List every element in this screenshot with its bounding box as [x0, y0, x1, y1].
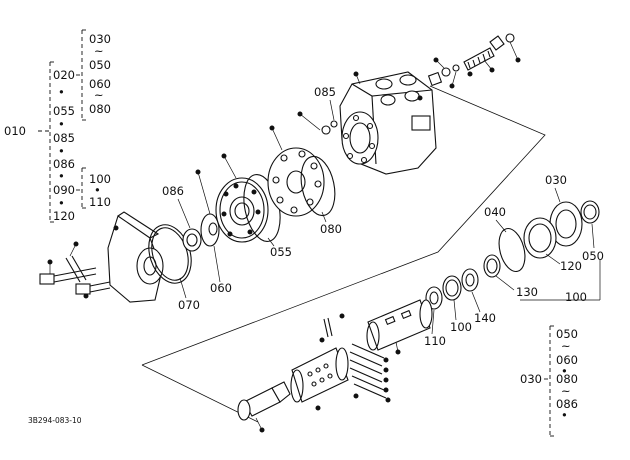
ring-050	[580, 200, 600, 224]
part-label-100-left: 110	[424, 334, 446, 348]
callout-030-b: 050	[556, 327, 578, 341]
callout-110: 110	[89, 195, 111, 209]
part-label-080: 080	[320, 222, 342, 236]
part-label-130: 100	[565, 290, 587, 304]
tilde-symbol: ~	[94, 44, 104, 58]
part-label-100-right: 140	[474, 311, 496, 325]
part-label-040: 130	[516, 285, 538, 299]
part-label-110: 100	[450, 320, 472, 334]
dot-symbol: •	[561, 408, 568, 422]
callout-050: 050	[89, 58, 111, 72]
part-label-070: 060	[210, 281, 232, 295]
dot-symbol: •	[94, 183, 101, 197]
gerotor-set	[215, 153, 269, 243]
callout-080-b: 086	[556, 397, 578, 411]
ring-040	[483, 254, 501, 278]
callout-050-b: 060	[556, 353, 578, 367]
dot-symbol: •	[561, 364, 568, 378]
callout-020: 020	[53, 68, 75, 82]
figure-code: 3B294-083-10	[28, 416, 82, 425]
washer-100-right	[461, 268, 479, 292]
pin-bolt	[65, 241, 87, 283]
callout-060-b: 080	[556, 372, 578, 386]
part-label-086: 086	[162, 184, 184, 198]
callout-055: 055	[53, 104, 75, 118]
assembly-boundary	[141, 85, 546, 366]
o-ring-030	[498, 227, 526, 273]
dot-symbol: •	[58, 169, 65, 183]
bolt-1	[39, 259, 97, 285]
cross-pin	[327, 317, 333, 337]
part-label-050: 050	[582, 249, 604, 263]
part-label-120: 120	[560, 259, 582, 273]
o-ring-080	[300, 155, 336, 217]
callout-080: 080	[89, 102, 111, 116]
callout-100: 100	[89, 172, 111, 186]
part-label-060-lower: 070	[178, 298, 200, 312]
tilde-symbol: ~	[561, 339, 571, 353]
callout-086: 086	[53, 157, 75, 171]
callout-tree-140	[544, 325, 556, 437]
callout-010: 010	[4, 124, 26, 138]
bolt-2	[75, 281, 111, 299]
rear-cover	[107, 211, 164, 303]
dot-symbol: •	[58, 85, 65, 99]
drive-shaft	[237, 381, 291, 433]
relief-valve-stack	[417, 33, 521, 101]
tilde-symbol: ~	[561, 384, 571, 398]
part-label-030: 040	[484, 205, 506, 219]
check-ball	[321, 125, 331, 135]
ring-086	[182, 228, 202, 252]
part-label-060-middle: 055	[270, 245, 292, 259]
tilde-symbol: ~	[94, 88, 104, 102]
dot-symbol: •	[58, 196, 65, 210]
spool-sleeve	[366, 299, 433, 355]
callout-140: 030	[520, 372, 542, 386]
spool	[290, 337, 349, 411]
callout-030: 030	[89, 32, 111, 46]
callout-060: 060	[89, 77, 111, 91]
part-label-085: 085	[314, 85, 336, 99]
callout-090: 090	[53, 183, 75, 197]
callout-085: 085	[53, 131, 75, 145]
callout-tree-010	[38, 29, 88, 223]
callout-120: 120	[53, 209, 75, 223]
centering-springs	[349, 343, 391, 403]
dot-symbol: •	[58, 144, 65, 158]
spacer-070	[200, 213, 220, 247]
part-label-055: 030	[545, 173, 567, 187]
dot-symbol: •	[58, 117, 65, 131]
valve-plate	[267, 125, 325, 217]
steering-unit-housing	[339, 71, 437, 175]
